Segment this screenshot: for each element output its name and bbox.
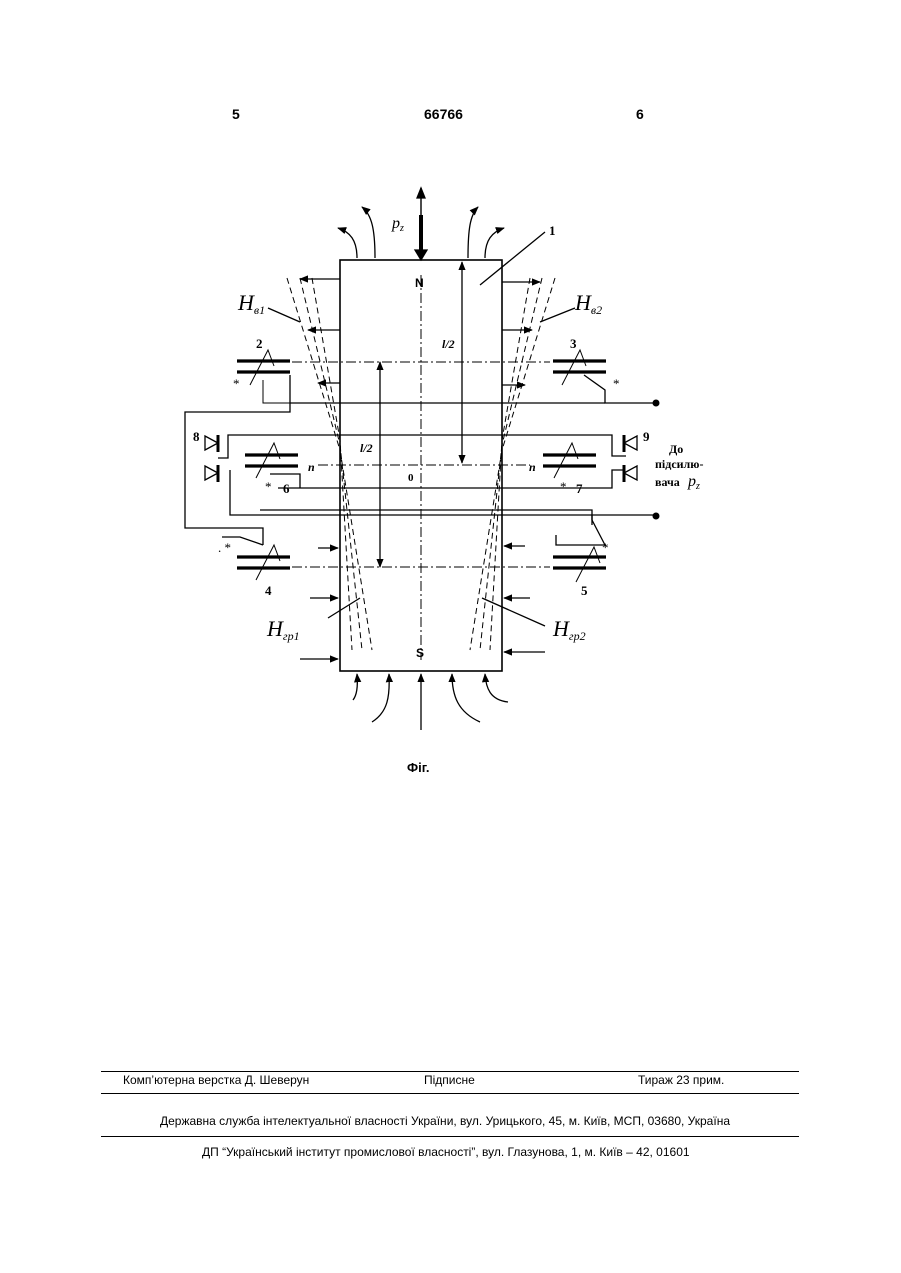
dimension-half-lower: l/2: [360, 441, 373, 455]
footer-signed: Підписне: [424, 1073, 475, 1087]
amplifier-line-2: підсилю-: [655, 457, 703, 471]
footer-agency: Державна служба інтелектуальної власност…: [160, 1114, 730, 1128]
pz-amp-main: p: [687, 473, 696, 490]
footer-rule-bottom: [101, 1136, 799, 1137]
footer-typesetter: Комп’ютерна верстка Д. Шеверун: [123, 1073, 309, 1087]
label-3: 3: [570, 336, 577, 351]
label-7: 7: [576, 481, 583, 496]
pole-south: S: [416, 646, 424, 660]
svg-text:Hв1: Hв1: [237, 290, 265, 317]
label-4: 4: [265, 583, 272, 598]
pole-north: N: [415, 276, 424, 290]
label-1: 1: [549, 223, 556, 238]
footer-rule-middle: [101, 1093, 799, 1094]
star-7: *: [560, 479, 567, 494]
star-6: *: [265, 479, 272, 494]
star-2: *: [233, 376, 240, 391]
footer-circulation: Тираж 23 прим.: [638, 1073, 724, 1087]
pz-top-main: p: [391, 215, 400, 232]
origin-label: 0: [408, 472, 414, 484]
patent-figure: 1 2 3 4 5 6 7 8 9 N S 0 l/2 l/2 n n * * …: [0, 0, 901, 800]
h-v1-main: H: [237, 290, 255, 315]
h-gr2-main: H: [552, 616, 570, 641]
footer-institute: ДП “Український інститут промислової вла…: [202, 1145, 690, 1159]
star-4: . *: [218, 540, 231, 555]
svg-text:pz: pz: [687, 473, 700, 492]
star-5: *: [602, 540, 609, 555]
dimension-half-upper: l/2: [442, 337, 455, 351]
figure-caption: Фіг.: [407, 760, 429, 775]
amplifier-line-1: До: [669, 442, 683, 456]
h-gr2-sub: гр2: [569, 629, 586, 643]
h-v2-sub: в2: [591, 303, 602, 317]
svg-text:Hгр1: Hгр1: [266, 616, 300, 643]
axis-n-right: n: [529, 460, 536, 474]
pz-amp-sub: z: [695, 481, 700, 492]
footer-rule-top: [101, 1071, 799, 1072]
svg-text:pz: pz: [391, 215, 404, 234]
label-8: 8: [193, 429, 200, 444]
amplifier-line-3: вача: [655, 475, 680, 489]
h-v2-main: H: [574, 290, 592, 315]
svg-text:Hгр2: Hгр2: [552, 616, 586, 643]
label-5: 5: [581, 583, 588, 598]
h-v1-sub: в1: [254, 303, 265, 317]
label-2: 2: [256, 336, 263, 351]
svg-text:Hв2: Hв2: [574, 290, 602, 317]
label-9: 9: [643, 429, 650, 444]
axis-n-left: n: [308, 460, 315, 474]
h-gr1-sub: гр1: [283, 629, 300, 643]
pz-top-sub: z: [399, 223, 404, 234]
star-3: *: [613, 376, 620, 391]
h-gr1-main: H: [266, 616, 284, 641]
label-6: 6: [283, 481, 290, 496]
